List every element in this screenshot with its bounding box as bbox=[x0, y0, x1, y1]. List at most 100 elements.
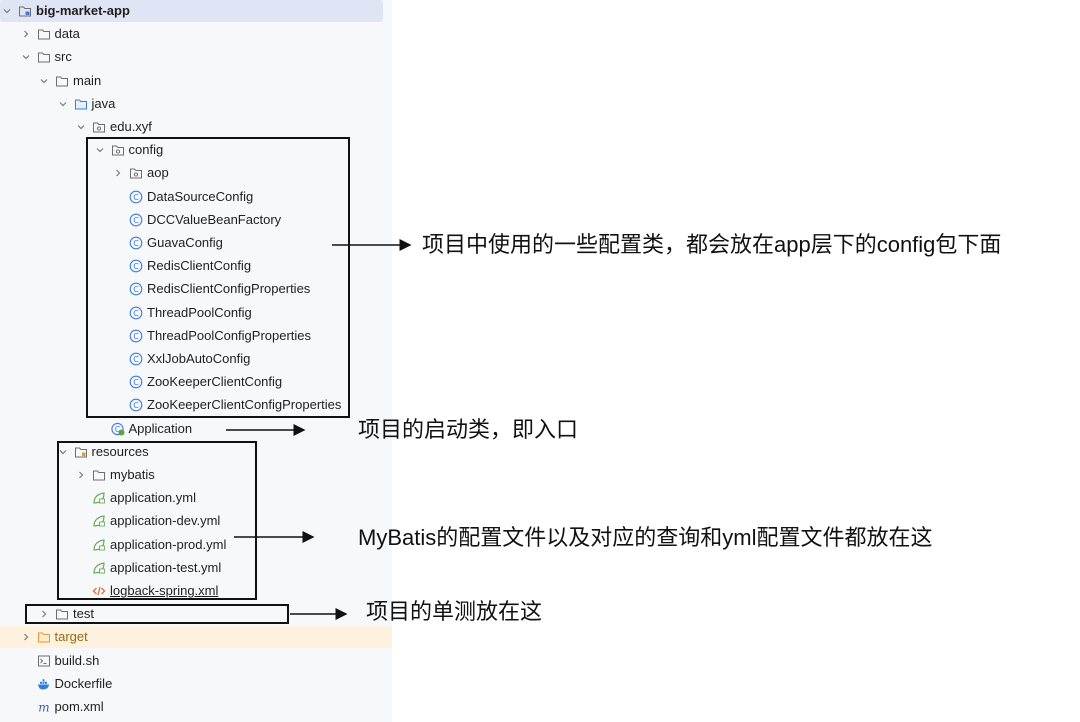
tree-row[interactable]: build.sh bbox=[0, 650, 392, 672]
tree-row[interactable]: data bbox=[0, 23, 392, 45]
resources-highlight-box bbox=[57, 441, 257, 600]
project-tree: big-market-app data src main java edu.xyf conf… bbox=[0, 0, 392, 722]
class-icon: C bbox=[129, 352, 143, 366]
config-note: 项目中使用的一些配置类，都会放在app层下的config包下面 bbox=[422, 232, 1002, 257]
class-icon: C bbox=[129, 399, 143, 412]
folder-icon bbox=[37, 29, 50, 40]
tree-row-label: application-dev.yml bbox=[110, 513, 221, 529]
chevron-down-icon[interactable] bbox=[95, 145, 105, 155]
test-highlight-box bbox=[25, 604, 289, 624]
tree-row-label: target bbox=[54, 629, 88, 645]
tree-row-label: edu.xyf bbox=[110, 119, 152, 134]
application-note: 项目的启动类，即入口 bbox=[358, 417, 579, 442]
excluded-folder-icon bbox=[37, 632, 50, 643]
tree-row[interactable]: C ThreadPoolConfig bbox=[0, 302, 392, 324]
chevron-right-icon[interactable] bbox=[113, 168, 123, 178]
tree-row-label: data bbox=[54, 26, 80, 42]
xml-file-icon bbox=[92, 586, 106, 596]
tree-row-label: RedisClientConfigProperties bbox=[147, 281, 311, 297]
chevron-down-icon[interactable] bbox=[39, 76, 49, 86]
chevron-down-icon[interactable] bbox=[21, 52, 31, 62]
tree-row[interactable]: edu.xyf bbox=[0, 116, 392, 138]
svg-text:m: m bbox=[38, 701, 49, 715]
module-folder-icon bbox=[19, 6, 31, 17]
tree-row-label: Application bbox=[128, 420, 193, 436]
tree-row-label: application-prod.yml bbox=[110, 536, 227, 552]
tree-row[interactable]: C RedisClientConfigProperties bbox=[0, 278, 392, 300]
chevron-down-icon[interactable] bbox=[76, 122, 86, 132]
tree-row[interactable]: application-prod.yml bbox=[0, 534, 392, 556]
svg-text:C: C bbox=[133, 308, 139, 317]
svg-text:C: C bbox=[133, 378, 139, 387]
spring-config-icon bbox=[93, 538, 105, 551]
tree-row[interactable]: C Application bbox=[0, 418, 392, 440]
spring-boot-class-icon: C bbox=[110, 422, 124, 436]
class-icon: C bbox=[129, 306, 143, 319]
tree-row[interactable]: C DataSourceConfig bbox=[0, 186, 392, 208]
tree-row-label: main bbox=[73, 72, 102, 88]
tree-row-label: application.yml bbox=[110, 490, 196, 506]
tree-row-label: config bbox=[128, 142, 164, 158]
spring-config-icon bbox=[93, 515, 105, 527]
tree-row-label: RedisClientConfig bbox=[147, 258, 252, 274]
spring-config-icon bbox=[93, 562, 105, 574]
svg-text:C: C bbox=[133, 355, 139, 364]
tree-row[interactable]: aop bbox=[0, 162, 392, 184]
svg-text:C: C bbox=[133, 239, 139, 248]
svg-text:C: C bbox=[133, 332, 139, 341]
svg-text:C: C bbox=[114, 424, 120, 433]
tree-row[interactable]: application-test.yml bbox=[0, 557, 392, 579]
tree-row[interactable]: config bbox=[0, 139, 392, 161]
tree-row[interactable]: test bbox=[0, 603, 392, 625]
tree-row[interactable]: big-market-app bbox=[0, 0, 383, 22]
tree-row[interactable]: logback-spring.xml bbox=[0, 580, 392, 602]
tree-row-label: pom.xml bbox=[54, 699, 104, 714]
tree-row-label: aop bbox=[147, 165, 169, 181]
class-icon: C bbox=[129, 329, 143, 343]
tree-row[interactable]: Dockerfile bbox=[0, 673, 392, 695]
tree-row[interactable]: C XxlJobAutoConfig bbox=[0, 348, 392, 370]
tree-row[interactable]: target bbox=[0, 626, 392, 649]
class-icon: C bbox=[129, 190, 143, 203]
shell-script-icon bbox=[37, 655, 50, 667]
svg-text:C: C bbox=[133, 192, 139, 201]
package-icon bbox=[111, 145, 124, 156]
tree-row-label: DataSourceConfig bbox=[147, 188, 254, 204]
maven-icon: m bbox=[38, 701, 49, 715]
class-icon: C bbox=[129, 283, 143, 296]
chevron-right-icon[interactable] bbox=[21, 632, 31, 642]
tree-row[interactable]: src bbox=[0, 46, 392, 68]
project-tree-panel: big-market-app data src main java edu.xyf conf… bbox=[0, 0, 392, 722]
svg-text:C: C bbox=[133, 401, 139, 410]
tree-row[interactable]: C ZooKeeperClientConfig bbox=[0, 371, 392, 393]
folder-icon bbox=[37, 52, 50, 63]
tree-row-label: resources bbox=[91, 443, 149, 459]
class-icon: C bbox=[129, 375, 143, 389]
tree-row[interactable]: resources bbox=[0, 441, 392, 463]
chevron-down-icon[interactable] bbox=[58, 99, 68, 109]
folder-icon bbox=[56, 76, 68, 87]
tree-row[interactable]: application-dev.yml bbox=[0, 510, 392, 532]
tree-row[interactable]: java bbox=[0, 93, 392, 115]
tree-row-label: ThreadPoolConfigProperties bbox=[147, 327, 312, 343]
svg-text:C: C bbox=[133, 285, 139, 294]
chevron-down-icon[interactable] bbox=[58, 447, 68, 457]
tree-row-label: ZooKeeperClientConfig bbox=[147, 374, 283, 390]
tree-row-label: ThreadPoolConfig bbox=[147, 304, 252, 320]
chevron-down-icon[interactable] bbox=[2, 6, 12, 16]
tree-row-label: XxlJobAutoConfig bbox=[147, 351, 251, 366]
chevron-right-icon[interactable] bbox=[21, 29, 31, 39]
tree-row[interactable]: C ThreadPoolConfigProperties bbox=[0, 325, 392, 347]
chevron-right-icon[interactable] bbox=[76, 470, 86, 480]
tree-row[interactable]: main bbox=[0, 70, 392, 92]
tree-row[interactable]: C RedisClientConfig bbox=[0, 255, 392, 277]
tree-row[interactable]: mybatis bbox=[0, 464, 392, 486]
chevron-right-icon[interactable] bbox=[39, 609, 49, 619]
svg-text:C: C bbox=[133, 216, 139, 225]
svg-text:C: C bbox=[133, 262, 139, 271]
tree-row[interactable]: m pom.xml bbox=[0, 696, 392, 718]
tree-row[interactable]: application.yml bbox=[0, 487, 392, 509]
